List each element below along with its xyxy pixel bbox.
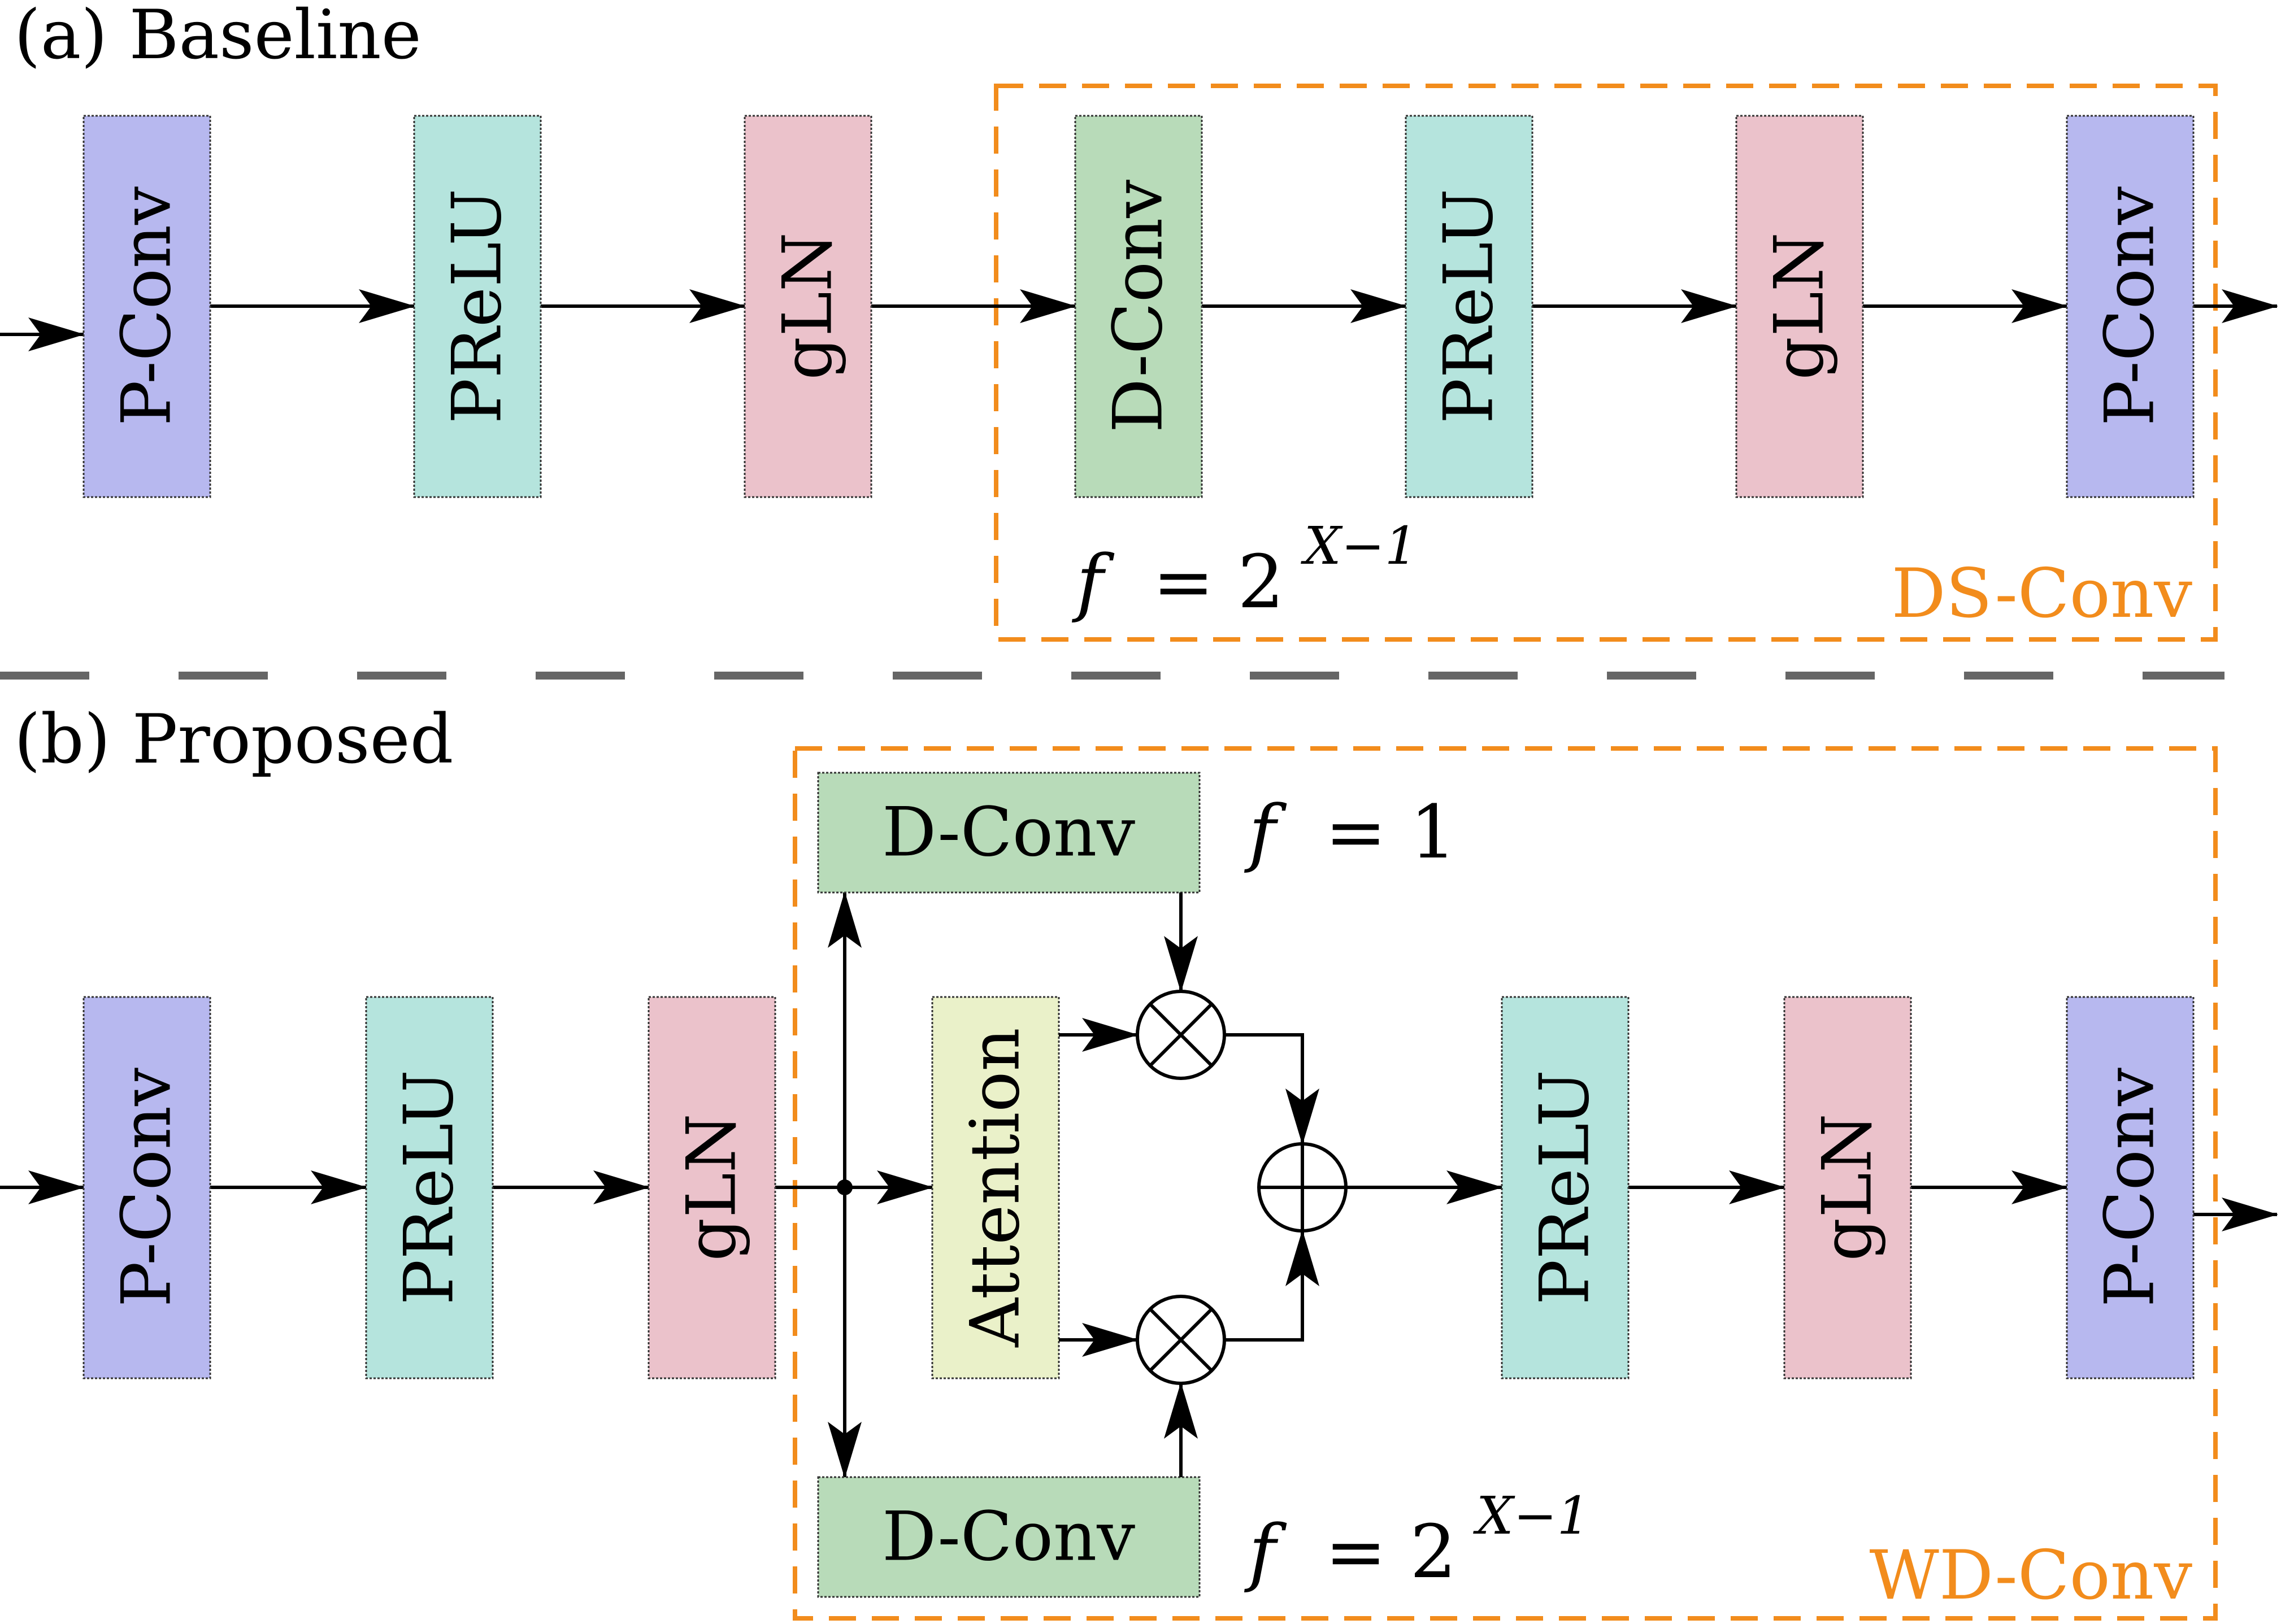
wd-conv-group-border (793, 746, 2218, 1621)
proposed-panel: (b) Proposed WD-Conv P-Conv PReLU gLN D (0, 700, 2278, 1621)
proposed-formula-top: f = 1 (1244, 789, 1457, 875)
baseline-block-label: P-Conv (2091, 186, 2170, 426)
formula-top-eq: = 1 (1325, 789, 1457, 875)
baseline-block-label: gLN (1761, 232, 1839, 380)
dconv-top-label: D-Conv (882, 794, 1135, 872)
baseline-block-p-conv-2: P-Conv (2066, 115, 2195, 498)
mult-top-to-add (1224, 1033, 1319, 1145)
baseline-block-label: gLN (769, 232, 848, 380)
baseline-block-label: P-Conv (108, 186, 186, 426)
baseline-panel: (a) Baseline DS-Conv P-Conv PReLU gLN D-… (0, 0, 2278, 642)
baseline-block-label: PReLU (1430, 189, 1509, 424)
proposed-dconv-bottom: D-Conv (817, 1476, 1201, 1598)
formula-bottom-exponent: X−1 (1473, 1486, 1590, 1546)
dconv-bottom-label: D-Conv (882, 1498, 1135, 1577)
baseline-block-d-conv: D-Conv (1074, 115, 1203, 498)
wd-conv-label: WD-Conv (1870, 1536, 2193, 1615)
proposed-block-label: P-Conv (108, 1068, 186, 1307)
formula-exponent: X−1 (1301, 516, 1418, 576)
ds-conv-group-border (994, 84, 2218, 642)
proposed-block-label: gLN (673, 1113, 751, 1261)
baseline-block-prelu: PReLU (413, 115, 542, 498)
multiply-node-top (1136, 990, 1226, 1080)
ds-conv-label: DS-Conv (1892, 555, 2193, 633)
proposed-block-label: P-Conv (2091, 1068, 2170, 1307)
baseline-block-gln-2: gLN (1735, 115, 1864, 498)
baseline-dilation-formula: f = 2 X−1 (1072, 516, 1418, 625)
proposed-title: (b) Proposed (14, 700, 453, 779)
proposed-block-gln: gLN (648, 996, 776, 1379)
baseline-block-label: PReLU (438, 189, 517, 424)
proposed-formula-bottom: f = 2 X−1 (1244, 1486, 1590, 1595)
proposed-dconv-top: D-Conv (817, 772, 1201, 894)
proposed-block-label: PReLU (1526, 1070, 1605, 1305)
formula-eq: = 2 (1153, 539, 1284, 625)
proposed-block-prelu-2: PReLU (1501, 996, 1630, 1379)
attention-label: Attention (957, 1027, 1035, 1347)
formula-lhs: f (1072, 539, 1115, 625)
proposed-block-p-conv: P-Conv (82, 996, 211, 1379)
formula-bottom-lhs: f (1244, 1509, 1287, 1595)
formula-top-lhs: f (1244, 789, 1287, 875)
formula-bottom-eq: = 2 (1325, 1509, 1457, 1595)
proposed-block-label: gLN (1809, 1113, 1887, 1261)
proposed-block-gln-2: gLN (1783, 996, 1912, 1379)
baseline-title: (a) Baseline (14, 0, 422, 75)
proposed-attention: Attention (931, 996, 1060, 1379)
proposed-block-label: PReLU (390, 1070, 469, 1305)
add-node (1257, 1142, 1348, 1233)
mult-bottom-to-add (1224, 1230, 1319, 1342)
multiply-node-bottom (1136, 1295, 1226, 1385)
proposed-block-p-conv-2: P-Conv (2066, 996, 2195, 1379)
baseline-block-gln: gLN (744, 115, 872, 498)
baseline-block-prelu-2: PReLU (1405, 115, 1533, 498)
baseline-block-label: D-Conv (1100, 180, 1178, 433)
baseline-block-p-conv: P-Conv (82, 115, 211, 498)
proposed-block-prelu: PReLU (365, 996, 494, 1379)
